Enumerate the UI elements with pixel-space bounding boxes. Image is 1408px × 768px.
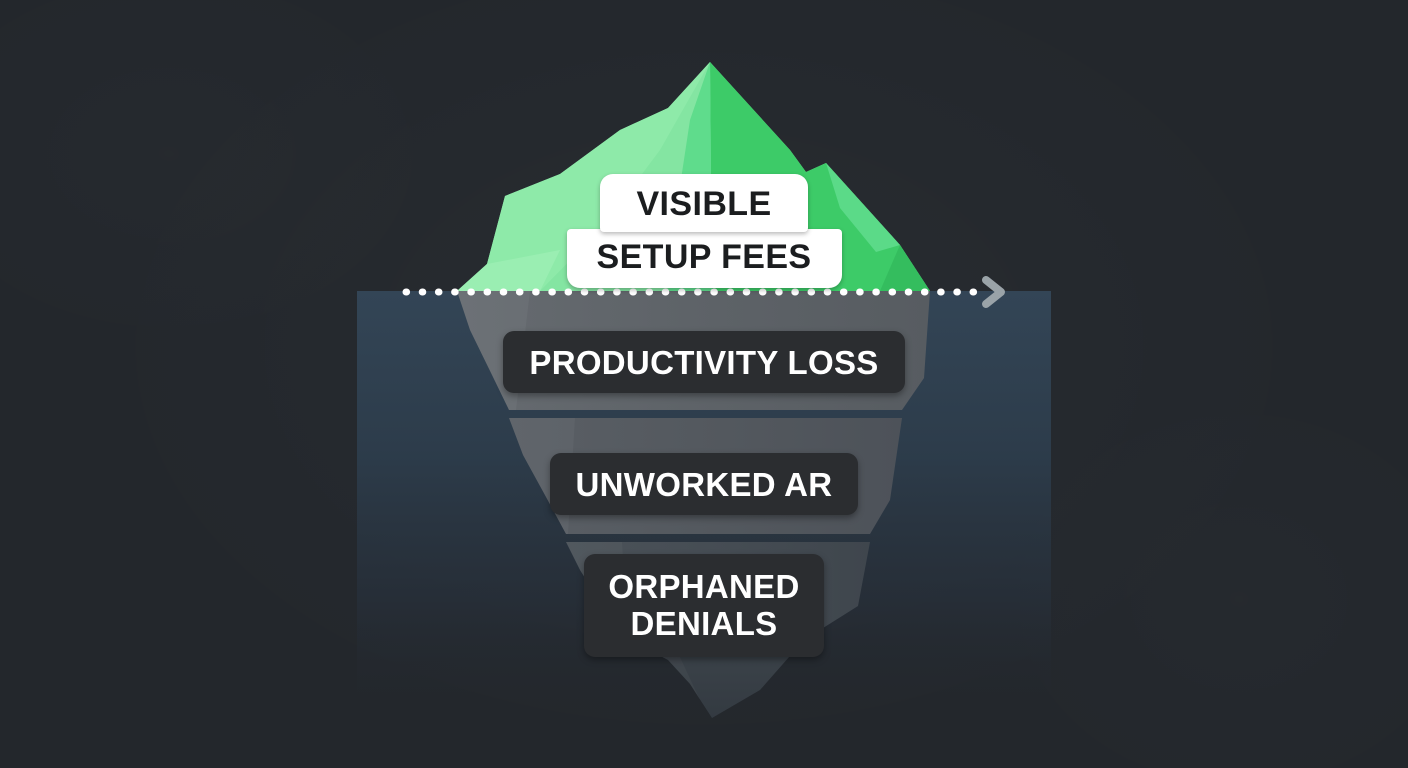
label-productivity-loss: PRODUCTIVITY LOSS bbox=[0, 331, 1408, 393]
label-productivity-loss-text: PRODUCTIVITY LOSS bbox=[503, 331, 905, 393]
label-unworked-ar: UNWORKED AR bbox=[0, 453, 1408, 515]
label-orphaned-denials-box: ORPHANED DENIALS bbox=[584, 554, 824, 657]
waterline-arrow-icon bbox=[982, 276, 1005, 308]
label-unworked-ar-text: UNWORKED AR bbox=[549, 453, 859, 515]
label-orphaned-denials-line1: ORPHANED bbox=[608, 568, 800, 605]
label-visible-setup-fees: VISIBLE SETUP FEES bbox=[0, 174, 1408, 288]
label-orphaned-denials: ORPHANED DENIALS bbox=[0, 554, 1408, 657]
label-visible-text: VISIBLE bbox=[600, 174, 808, 232]
peak-facet-right-shoulder bbox=[826, 163, 900, 252]
label-setup-fees-text: SETUP FEES bbox=[566, 229, 842, 288]
submerged-tip bbox=[630, 640, 804, 718]
peak-facet-left-high bbox=[457, 62, 710, 291]
peak-facet-right-edge bbox=[880, 245, 930, 291]
peak-facet-left-low bbox=[457, 250, 560, 291]
label-orphaned-denials-line2: DENIALS bbox=[630, 605, 778, 643]
